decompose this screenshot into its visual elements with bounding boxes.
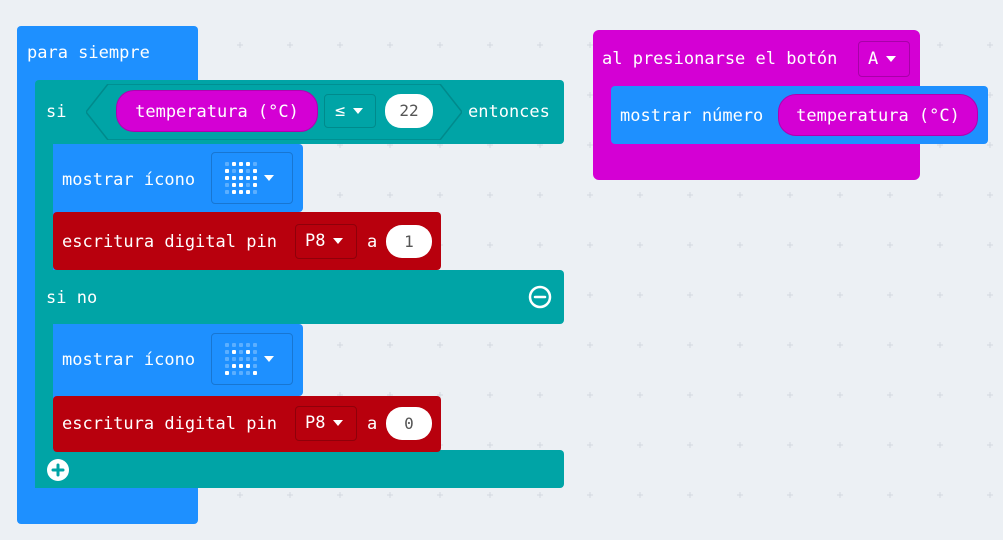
show-number-label: mostrar número bbox=[620, 106, 764, 126]
then-label: entonces bbox=[468, 102, 550, 122]
icon-dropdown-else[interactable] bbox=[211, 333, 293, 385]
button-event-label: al presionarse el botón bbox=[602, 49, 838, 69]
else-label: si no bbox=[46, 288, 98, 308]
digital-write-value-then[interactable]: 1 bbox=[386, 225, 432, 258]
forever-label: para siempre bbox=[27, 43, 150, 63]
if-block-footer bbox=[35, 450, 564, 488]
digital-write-label: escritura digital pin bbox=[62, 232, 277, 252]
chevron-down-icon bbox=[333, 420, 344, 426]
comparison-value[interactable]: 22 bbox=[385, 94, 433, 128]
chevron-down-icon bbox=[264, 175, 274, 181]
to-label: a bbox=[367, 414, 378, 434]
button-dropdown[interactable]: A bbox=[858, 41, 910, 77]
show-icon-label: mostrar ícono bbox=[62, 170, 196, 190]
pin-label: P8 bbox=[305, 413, 326, 433]
digital-write-label: escritura digital pin bbox=[62, 414, 277, 434]
icon-dropdown-then[interactable] bbox=[211, 152, 293, 204]
digital-write-value-else[interactable]: 0 bbox=[386, 407, 432, 440]
chevron-down-icon bbox=[886, 56, 897, 62]
temperature-reporter[interactable]: temperatura (°C) bbox=[778, 94, 978, 136]
show-icon-label: mostrar ícono bbox=[62, 350, 196, 370]
to-label: a bbox=[367, 232, 378, 252]
chevron-down-icon bbox=[353, 108, 364, 114]
skull-icon bbox=[222, 159, 260, 197]
digital-write-block-else[interactable] bbox=[53, 396, 441, 452]
pin-label: P8 bbox=[305, 231, 326, 251]
digital-write-block-then[interactable] bbox=[53, 212, 441, 270]
button-label: A bbox=[868, 49, 879, 69]
sad-face-icon bbox=[222, 340, 260, 378]
pin-dropdown-else[interactable]: P8 bbox=[295, 406, 357, 441]
if-label: si bbox=[46, 102, 67, 122]
else-row bbox=[35, 270, 564, 324]
temperature-reporter[interactable]: temperatura (°C) bbox=[116, 90, 318, 132]
chevron-down-icon bbox=[264, 356, 274, 362]
plus-circle-icon[interactable] bbox=[45, 457, 71, 483]
operator-dropdown[interactable]: ≤ bbox=[324, 94, 376, 128]
pin-dropdown-then[interactable]: P8 bbox=[295, 224, 357, 259]
operator-label: ≤ bbox=[335, 101, 346, 121]
minus-circle-icon[interactable] bbox=[528, 285, 552, 309]
chevron-down-icon bbox=[333, 238, 344, 244]
